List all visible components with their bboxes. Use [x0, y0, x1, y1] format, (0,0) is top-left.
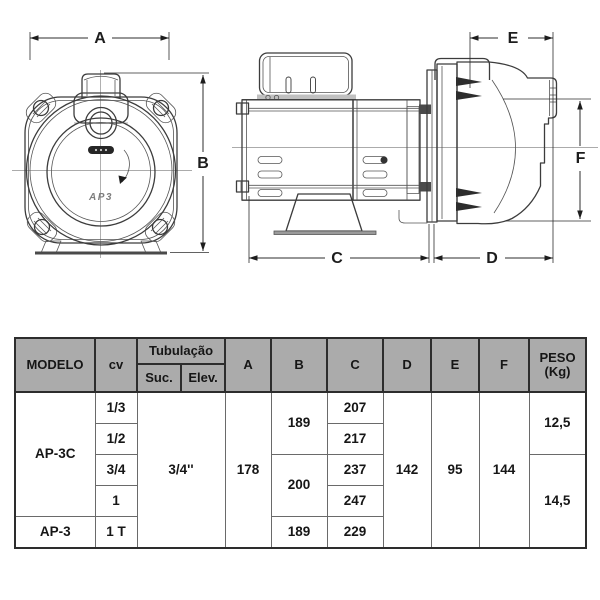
header-peso-line2: (Kg) — [544, 364, 571, 379]
svg-text:A: A — [94, 30, 106, 47]
svg-text:B: B — [197, 155, 209, 172]
cell-cv-1: 1/2 — [94, 423, 138, 455]
header-b: B — [270, 337, 329, 393]
cell-cv-2: 3/4 — [94, 454, 138, 486]
cell-cv-4: 1 T — [94, 516, 138, 549]
dimension-F: F — [503, 98, 591, 222]
svg-text:C: C — [331, 250, 343, 267]
dimension-B: B — [104, 72, 209, 253]
pump-dimension-drawing: AP3 — [12, 30, 598, 267]
dimension-C: C — [248, 196, 430, 267]
bolt-ear-bottom-left — [26, 211, 58, 243]
cell-c-1: 217 — [326, 423, 384, 455]
header-suc: Suc. — [136, 363, 182, 393]
cell-peso-1: 14,5 — [528, 454, 587, 549]
header-c: C — [326, 337, 385, 393]
cell-c-0: 207 — [326, 391, 384, 424]
pump-head — [426, 57, 558, 225]
cell-c-3: 247 — [326, 485, 384, 517]
dimension-E: E — [469, 30, 553, 88]
cell-b-0: 189 — [270, 391, 328, 455]
cell-modelo-ap3c: AP-3C — [14, 391, 96, 517]
table-row: AP-3C 1/3 3/4'' 178 189 207 142 95 144 1… — [14, 391, 587, 549]
header-modelo: MODELO — [14, 337, 96, 393]
header-peso: PESO (Kg) — [528, 337, 588, 393]
bolt-ear-top-left — [25, 92, 57, 124]
header-f: F — [478, 337, 531, 393]
cell-cv-3: 1 — [94, 485, 138, 517]
vent-slots — [257, 156, 388, 197]
header-a: A — [224, 337, 273, 393]
header-d: D — [382, 337, 433, 393]
svg-text:E: E — [508, 30, 519, 47]
cell-f: 144 — [478, 391, 530, 549]
table-row: 3/4 200 237 14,5 — [15, 454, 587, 549]
terminal-box — [258, 52, 353, 97]
cell-c-4: 229 — [326, 516, 384, 549]
table-row: AP-3 1 T 189 229 — [14, 516, 586, 549]
cell-cv-0: 1/3 — [94, 391, 138, 424]
bolt-ear-bottom-right — [144, 211, 176, 243]
priming-port — [73, 73, 129, 140]
cell-e: 95 — [430, 391, 480, 549]
cell-modelo-ap3: AP-3 — [14, 516, 96, 549]
cell-peso-0: 12,5 — [528, 391, 587, 455]
header-peso-line1: PESO — [539, 349, 576, 365]
cell-a: 178 — [224, 391, 272, 549]
cell-b-1: 200 — [270, 454, 328, 517]
rotation-arrow-icon — [118, 149, 130, 184]
cell-d: 142 — [382, 391, 432, 549]
cell-tubulacao: 3/4'' — [136, 391, 226, 549]
header-cv: cv — [94, 337, 138, 393]
cell-b-2: 189 — [270, 516, 328, 549]
pump-side-view — [232, 52, 598, 235]
dimension-A: A — [29, 30, 170, 60]
bolt-ear-top-right — [145, 92, 177, 124]
header-tubulacao: Tubulação — [135, 337, 227, 365]
svg-text:D: D — [486, 250, 498, 267]
front-base-plate — [35, 251, 167, 255]
svg-text:F: F — [576, 150, 586, 167]
cell-c-2: 237 — [326, 454, 384, 486]
pump-face-model-text: AP3 — [88, 192, 113, 203]
motor-foot — [285, 193, 363, 232]
header-e: E — [430, 337, 481, 393]
motor-body — [235, 99, 431, 201]
table-row: 1 247 — [15, 485, 586, 517]
dimension-D: D — [433, 32, 554, 267]
pump-front-view: AP3 — [12, 70, 192, 258]
header-elev: Elev. — [179, 363, 227, 393]
spec-table: MODELO cv Tubulação A B C D E F PESO (Kg… — [14, 337, 588, 549]
